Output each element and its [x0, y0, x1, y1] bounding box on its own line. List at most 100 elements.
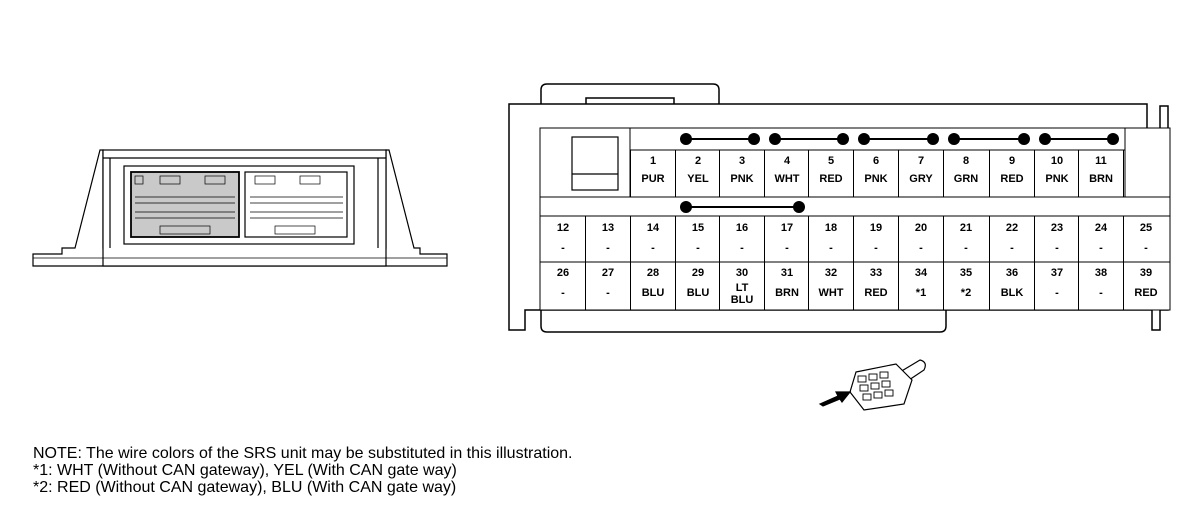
- pin-wire-color: BLU: [642, 287, 665, 299]
- connector-bottom-tab: [540, 310, 947, 333]
- shorting-bar-terminal: [793, 201, 805, 213]
- pin-wire-color: PUR: [641, 173, 664, 185]
- pin-wire-color: BRN: [775, 287, 799, 299]
- shorting-bar-terminal: [1018, 133, 1030, 145]
- pin-wire-color: -: [919, 242, 923, 254]
- pin-wire-color: -: [561, 287, 565, 299]
- pin-wire-color: BLK: [1001, 287, 1024, 299]
- shorting-bar-terminal: [927, 133, 939, 145]
- pin-number: 33: [870, 267, 882, 279]
- pin-number: 23: [1051, 222, 1063, 234]
- pin-number: 16: [736, 222, 748, 234]
- pin-wire-color: -: [874, 242, 878, 254]
- pin-wire-color: -: [1055, 287, 1059, 299]
- pin-number: 1: [650, 155, 656, 167]
- pin-wire-color: RED: [864, 287, 887, 299]
- pin-wire-color: -: [1099, 287, 1103, 299]
- pin-number: 32: [825, 267, 837, 279]
- pin-wire-color: -: [651, 242, 655, 254]
- shorting-bars: [680, 133, 1119, 213]
- pin-wire-color: -: [1055, 242, 1059, 254]
- notes-block: NOTE: The wire colors of the SRS unit ma…: [33, 445, 573, 496]
- pin-wire-color: -: [696, 242, 700, 254]
- pin-wire-color: -: [964, 242, 968, 254]
- connector-view-icon: [818, 359, 926, 411]
- shorting-bar-terminal: [680, 201, 692, 213]
- view-direction-arrow-icon: [818, 391, 852, 407]
- pin-wire-color: YEL: [687, 173, 709, 185]
- pin-wire-color: RED: [1134, 287, 1157, 299]
- shorting-bar-terminal: [1039, 133, 1051, 145]
- pin-wire-color: BLU: [687, 287, 710, 299]
- pin-wire-color: -: [740, 242, 744, 254]
- footnote-2: *2: RED (Without CAN gateway), BLU (With…: [33, 479, 457, 496]
- shorting-bar-terminal: [837, 133, 849, 145]
- pin-wire-color: PNK: [1045, 173, 1068, 185]
- pin-number: 14: [647, 222, 660, 234]
- shorting-bar-terminal: [748, 133, 760, 145]
- grid-lines: [540, 128, 1170, 263]
- srs-unit-highlighted-connector: [130, 171, 240, 238]
- pin-wire-color: -: [606, 242, 610, 254]
- pin-number: 20: [915, 222, 927, 234]
- pin-number: 39: [1140, 267, 1152, 279]
- pin-number: 8: [963, 155, 969, 167]
- pin-number: 26: [557, 267, 569, 279]
- pin-wire-color: -: [1144, 242, 1148, 254]
- pin-number: 15: [692, 222, 704, 234]
- pin-wire-color: -: [1099, 242, 1103, 254]
- connector-key: [571, 136, 619, 191]
- pin-wire-color: RED: [819, 173, 842, 185]
- pin-number: 4: [784, 155, 791, 167]
- pin-number: 21: [960, 222, 972, 234]
- pin-number: 30: [736, 267, 748, 279]
- shorting-bar-terminal: [1107, 133, 1119, 145]
- pin-wire-color: -: [829, 242, 833, 254]
- shorting-bar-terminal: [948, 133, 960, 145]
- pin-labels: 1PUR2YEL3PNK4WHT5RED6PNK7GRY8GRN9RED10PN…: [557, 155, 1158, 306]
- connector-latch: [540, 83, 720, 104]
- pin-number: 18: [825, 222, 837, 234]
- pin-number: 28: [647, 267, 659, 279]
- pin-number: 27: [602, 267, 614, 279]
- pin-number: 11: [1095, 155, 1107, 167]
- pin-wire-color: RED: [1000, 173, 1023, 185]
- pin-wire-color: -: [606, 287, 610, 299]
- pin-wire-color: -: [1010, 242, 1014, 254]
- pin-number: 37: [1051, 267, 1063, 279]
- connector-diagram: 1PUR2YEL3PNK4WHT5RED6PNK7GRY8GRN9RED10PN…: [32, 83, 1171, 411]
- shorting-bar-terminal: [680, 133, 692, 145]
- grid-column-lines: [585, 128, 1124, 310]
- pin-number: 6: [873, 155, 879, 167]
- pin-number: 13: [602, 222, 614, 234]
- pin-wire-color: WHT: [818, 287, 843, 299]
- pin-number: 38: [1095, 267, 1107, 279]
- pin-wire-color: GRN: [954, 173, 979, 185]
- pin-wire-color: PNK: [864, 173, 887, 185]
- pin-number: 5: [828, 155, 834, 167]
- pin-number: 3: [739, 155, 745, 167]
- terminal-grid: [539, 127, 1171, 311]
- pin-number: 31: [781, 267, 793, 279]
- pin-number: 34: [915, 267, 928, 279]
- note-line: NOTE: The wire colors of the SRS unit ma…: [33, 445, 573, 462]
- pin-number: 7: [918, 155, 924, 167]
- footnote-1: *1: WHT (Without CAN gateway), YEL (With…: [33, 462, 457, 479]
- pin-number: 25: [1140, 222, 1152, 234]
- pin-number: 35: [960, 267, 972, 279]
- pin-number: 9: [1009, 155, 1015, 167]
- pin-number: 29: [692, 267, 704, 279]
- pin-number: 36: [1006, 267, 1018, 279]
- pin-wire-color: *1: [916, 287, 926, 299]
- shorting-bar-terminal: [769, 133, 781, 145]
- pin-wire-color: -: [561, 242, 565, 254]
- pin-wire-color: PNK: [730, 173, 753, 185]
- shorting-bar-terminal: [858, 133, 870, 145]
- pin-number: 24: [1095, 222, 1108, 234]
- pin-number: 10: [1051, 155, 1063, 167]
- pin-wire-color: BRN: [1089, 173, 1113, 185]
- pin-number: 17: [781, 222, 793, 234]
- pin-wire-color: *2: [961, 287, 971, 299]
- pin-wire-color: GRY: [909, 173, 933, 185]
